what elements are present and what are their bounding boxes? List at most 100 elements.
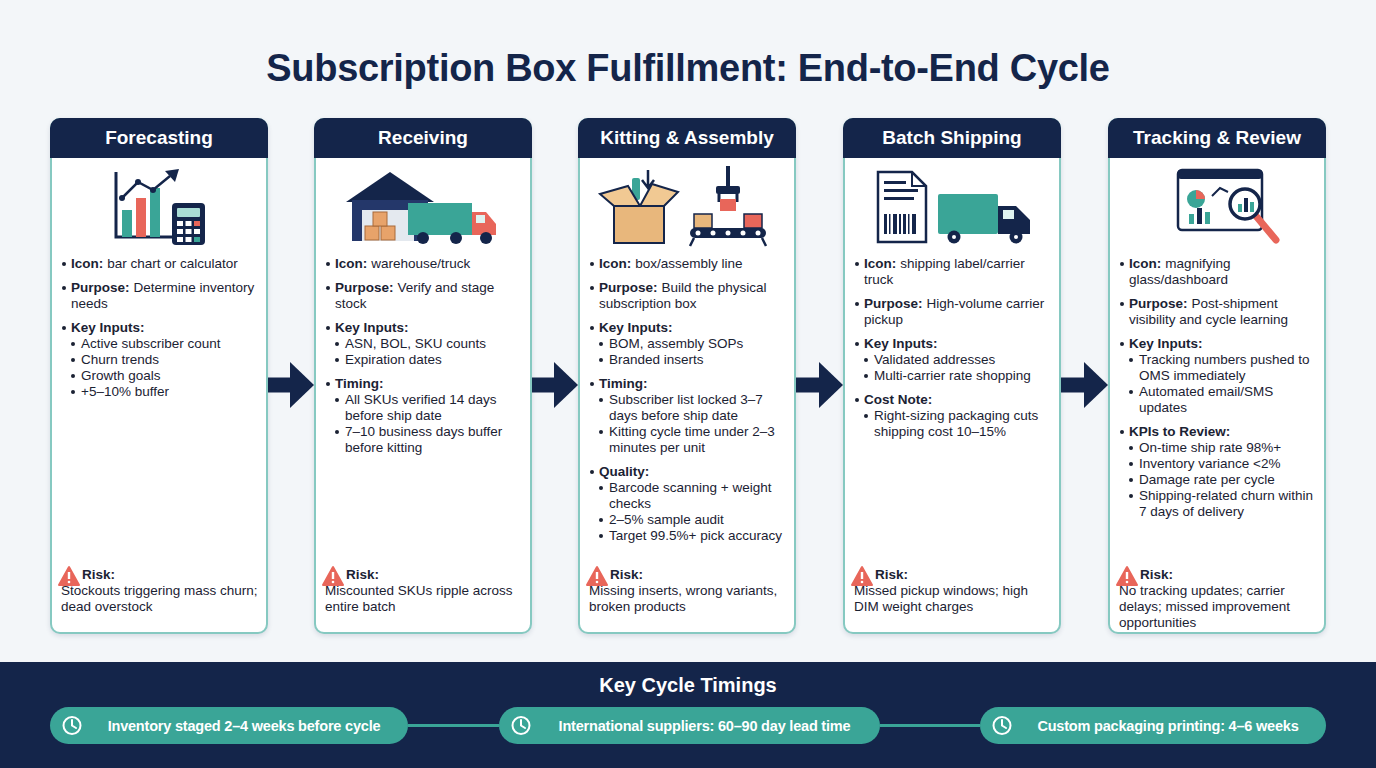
band-title: Key Cycle Timings — [0, 673, 1376, 697]
card-header-band: Forecasting — [50, 118, 268, 158]
section-row: Quality: — [589, 464, 789, 480]
bullet-row: Purpose:Verify and stage stock — [325, 280, 525, 312]
timeline-connector — [408, 725, 499, 726]
sub-bullet-text: 2–5% sample audit — [609, 512, 724, 527]
pill-text: Inventory staged 2–4 weeks before cycle — [108, 718, 381, 734]
pill-text: Custom packaging printing: 4–6 weeks — [1037, 718, 1298, 734]
bullet-dot — [1120, 342, 1124, 346]
stage-card: Kitting & AssemblyIcon:box/assembly line… — [578, 118, 796, 634]
sub-row: Damage rate per cycle — [1119, 472, 1319, 488]
sub-bullet-text: +5–10% buffer — [81, 384, 169, 399]
bullet-dot — [71, 390, 75, 394]
bullet-label: Icon: — [1129, 256, 1161, 271]
bullet-dot — [855, 302, 859, 306]
sub-bullet-text: Target 99.5%+ pick accuracy — [609, 528, 782, 543]
section-label: Key Inputs: — [864, 336, 938, 351]
bullet-text: warehouse/truck — [371, 256, 470, 271]
bullet-dot — [599, 398, 603, 402]
bullet-dot — [71, 358, 75, 362]
bullet-dot — [864, 374, 868, 378]
risk-text: Missing inserts, wrong variants, broken … — [589, 583, 777, 614]
section-label: Key Inputs: — [599, 320, 673, 335]
card-body: Icon:bar chart or calculatorPurpose:Dete… — [61, 256, 261, 400]
bullet-dot — [335, 342, 339, 346]
arrow-shaft — [1061, 378, 1086, 393]
risk-block: Risk:Miscounted SKUs ripple across entir… — [325, 567, 525, 615]
sub-row: Barcode scanning + weight checks — [589, 480, 789, 512]
section-label: Key Inputs: — [1129, 336, 1203, 351]
bullet-dot — [326, 326, 330, 330]
sub-row: Automated email/SMS updates — [1119, 384, 1319, 416]
sub-row: Churn trends — [61, 352, 261, 368]
section-row: Key Inputs: — [854, 336, 1054, 352]
sub-bullet-text: Branded inserts — [609, 352, 704, 367]
sub-row: 2–5% sample audit — [589, 512, 789, 528]
sub-row: Multi-carrier rate shopping — [854, 368, 1054, 384]
card-title: Batch Shipping — [882, 127, 1021, 149]
risk-block: Risk:Missed pickup windows; high DIM wei… — [854, 567, 1054, 615]
timing-pill: Custom packaging printing: 4–6 weeks — [980, 707, 1326, 744]
bullet-dot — [335, 398, 339, 402]
stage-card: Batch ShippingIcon:shipping label/carrie… — [843, 118, 1061, 634]
section-label: Cost Note: — [864, 392, 932, 407]
sub-bullet-text: 7–10 business days buffer before kitting — [345, 424, 502, 455]
sub-bullet-text: Barcode scanning + weight checks — [609, 480, 771, 511]
sub-bullet-text: Damage rate per cycle — [1139, 472, 1275, 487]
sub-row: Validated addresses — [854, 352, 1054, 368]
connector-line — [408, 724, 499, 727]
risk-text: No tracking updates; carrier delays; mis… — [1119, 583, 1290, 630]
card-title: Forecasting — [105, 127, 213, 149]
risk-label-row: Risk: — [325, 567, 525, 583]
risk-label-row: Risk: — [1119, 567, 1319, 583]
timeline-connector — [880, 725, 980, 726]
sub-bullet-text: ASN, BOL, SKU counts — [345, 336, 486, 351]
bullet-label: Purpose: — [71, 280, 130, 295]
bullet-label: Purpose: — [599, 280, 658, 295]
sub-row: Growth goals — [61, 368, 261, 384]
bullet-dot — [1129, 390, 1133, 394]
section-label: Key Inputs: — [335, 320, 409, 335]
sub-row: On-time ship rate 98%+ — [1119, 440, 1319, 456]
connector-line — [880, 724, 980, 727]
sub-row: Target 99.5%+ pick accuracy — [589, 528, 789, 544]
risk-label-row: Risk: — [589, 567, 789, 583]
bullet-row: Purpose:High-volume carrier pickup — [854, 296, 1054, 328]
arrow-head — [819, 362, 843, 408]
bullet-dot — [335, 430, 339, 434]
section-row: Key Inputs: — [589, 320, 789, 336]
sub-row: Expiration dates — [325, 352, 525, 368]
arrow-head — [554, 362, 578, 408]
bullet-dot — [599, 518, 603, 522]
sub-row: Tracking numbers pushed to OMS immediate… — [1119, 352, 1319, 384]
sub-bullet-text: Active subscriber count — [81, 336, 221, 351]
bullet-dot — [599, 358, 603, 362]
bullet-dot — [599, 342, 603, 346]
bullet-dot — [864, 414, 868, 418]
card-body: Icon:warehouse/truckPurpose:Verify and s… — [325, 256, 525, 456]
risk-text-row: Stockouts triggering mass churn; dead ov… — [61, 583, 261, 615]
sub-bullet-text: Subscriber list locked 3–7 days before s… — [609, 392, 763, 423]
risk-label: Risk: — [82, 567, 115, 582]
sub-bullet-text: Kitting cycle time under 2–3 minutes per… — [609, 424, 775, 455]
bullet-dot — [590, 382, 594, 386]
sub-row: Active subscriber count — [61, 336, 261, 352]
bullet-dot — [62, 286, 66, 290]
bullet-label: Icon: — [599, 256, 631, 271]
bullet-row: Icon:warehouse/truck — [325, 256, 525, 272]
flow-arrow — [796, 362, 843, 408]
bullet-dot — [1129, 446, 1133, 450]
bullet-dot — [62, 262, 66, 266]
sub-row: BOM, assembly SOPs — [589, 336, 789, 352]
sub-bullet-text: All SKUs verified 14 days before ship da… — [345, 392, 497, 423]
pill-text: International suppliers: 60–90 day lead … — [559, 718, 851, 734]
card-header-band: Batch Shipping — [843, 118, 1061, 158]
bullet-row: Icon:magnifying glass/dashboard — [1119, 256, 1319, 288]
risk-text-row: No tracking updates; carrier delays; mis… — [1119, 583, 1319, 631]
bullet-dot — [855, 262, 859, 266]
section-row: Cost Note: — [854, 392, 1054, 408]
diagram-title: Subscription Box Fulfillment: End-to-End… — [0, 43, 1376, 93]
sub-bullet-text: Expiration dates — [345, 352, 442, 367]
section-label: Key Inputs: — [71, 320, 145, 335]
bullet-dot — [326, 382, 330, 386]
